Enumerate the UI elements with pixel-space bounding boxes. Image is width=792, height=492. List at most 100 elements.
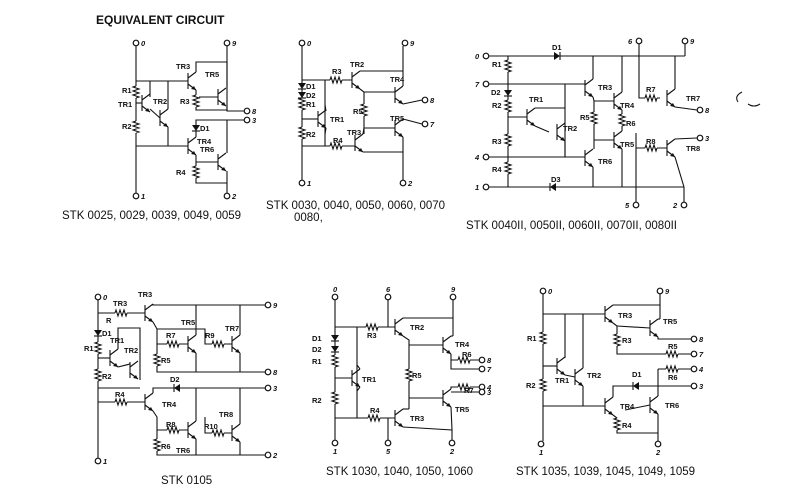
component-label: TR8 bbox=[686, 144, 700, 153]
component-label: TR3 bbox=[176, 62, 190, 71]
diode-symbol bbox=[192, 125, 200, 132]
resistor-symbol bbox=[503, 133, 513, 147]
resistor-symbol bbox=[166, 339, 180, 349]
page-title: EQUIVALENT CIRCUIT bbox=[96, 13, 225, 27]
diode-symbol bbox=[173, 384, 180, 392]
wire bbox=[117, 327, 141, 380]
transistor-symbol bbox=[574, 367, 584, 387]
circuit-caption-line2: 0080, bbox=[294, 212, 323, 224]
pin-terminal bbox=[635, 37, 643, 45]
transistor-symbol bbox=[187, 334, 197, 354]
pin-label: 3 bbox=[487, 388, 492, 397]
component-label: TR2 bbox=[124, 346, 138, 355]
component-label: TR4 bbox=[390, 75, 405, 84]
pin-label: 8 bbox=[487, 356, 492, 365]
transistor-symbol bbox=[649, 318, 659, 338]
pin-label: 0 bbox=[333, 285, 338, 294]
pin-terminal bbox=[421, 96, 429, 104]
transistor-symbol bbox=[317, 109, 327, 129]
pin-terminal bbox=[448, 439, 456, 447]
pin-terminal bbox=[696, 134, 704, 142]
component-label: R2 bbox=[306, 130, 316, 139]
wire bbox=[450, 406, 453, 431]
component-label: TR5 bbox=[663, 317, 677, 326]
pin-label: 8 bbox=[252, 107, 257, 116]
resistor-symbol bbox=[404, 368, 414, 382]
component-label: TR7 bbox=[686, 94, 700, 103]
wire bbox=[674, 137, 698, 140]
circuit-caption: STK 1035, 1039, 1045, 1049, 1059 bbox=[516, 466, 695, 478]
transistor-symbol bbox=[613, 130, 623, 150]
component-label: R5 bbox=[161, 356, 171, 365]
component-label: TR3 bbox=[138, 290, 152, 299]
transistor-symbol bbox=[159, 108, 169, 128]
pin-label: 5 bbox=[386, 447, 391, 456]
pin-terminal bbox=[264, 301, 272, 309]
pin-terminal bbox=[656, 287, 664, 295]
component-label: R8 bbox=[646, 137, 656, 146]
component-label: TR6 bbox=[665, 401, 679, 410]
pin-terminal bbox=[482, 52, 490, 60]
transistor-symbol bbox=[666, 138, 676, 158]
pin-terminal bbox=[482, 80, 490, 88]
circuit-caption: STK 0105 bbox=[161, 475, 212, 487]
pin-terminal bbox=[482, 183, 490, 191]
component-label: TR6 bbox=[176, 446, 190, 455]
component-label: TR1 bbox=[529, 95, 543, 104]
transistor-symbol bbox=[351, 368, 361, 388]
component-label: TR3 bbox=[410, 414, 424, 423]
pin-label: 1 bbox=[475, 183, 479, 192]
component-label: R2 bbox=[526, 381, 536, 390]
pin-terminal bbox=[478, 365, 486, 373]
resistor-symbol bbox=[644, 93, 658, 103]
pin-label: 8 bbox=[430, 96, 435, 105]
transistor-symbol bbox=[613, 91, 623, 111]
pin-terminal bbox=[132, 39, 140, 47]
resistor-symbol bbox=[617, 113, 627, 127]
component-label: TR1 bbox=[362, 375, 376, 384]
pin-terminal bbox=[421, 120, 429, 128]
pin-terminal bbox=[384, 293, 392, 301]
transistor-symbol bbox=[584, 148, 594, 168]
pin-terminal bbox=[399, 179, 407, 187]
pin-terminal bbox=[482, 153, 490, 161]
component-label: TR6 bbox=[598, 157, 612, 166]
diode-symbol bbox=[94, 330, 102, 337]
diode-symbol bbox=[549, 183, 556, 191]
component-label: R3 bbox=[492, 137, 502, 146]
pin-label: 3 bbox=[273, 384, 278, 393]
resistor-symbol bbox=[131, 120, 141, 134]
component-label: R7 bbox=[646, 85, 656, 94]
circuit-caption: STK 0040II, 0050II, 0060II, 0070II, 0080… bbox=[466, 220, 677, 232]
resistor-symbol bbox=[457, 382, 471, 392]
component-label: D1 bbox=[200, 124, 210, 133]
pin-terminal bbox=[478, 388, 486, 396]
transistor-symbol bbox=[604, 304, 614, 324]
component-label: TR5 bbox=[205, 70, 219, 79]
pin-terminal bbox=[690, 382, 698, 390]
component-label: R3 bbox=[622, 336, 632, 345]
pin-terminal bbox=[132, 192, 140, 200]
component-label: D2 bbox=[170, 375, 180, 384]
pin-label: 0 bbox=[307, 39, 312, 48]
transistor-symbol bbox=[144, 303, 154, 323]
resistor-symbol bbox=[665, 349, 679, 359]
resistor-symbol bbox=[330, 354, 340, 368]
pin-terminal bbox=[384, 439, 392, 447]
wire bbox=[195, 155, 227, 184]
wire bbox=[226, 46, 244, 112]
pin-label: 2 bbox=[672, 201, 678, 210]
transistor-symbol bbox=[442, 335, 452, 355]
component-label: R7 bbox=[464, 386, 474, 395]
wire bbox=[674, 106, 698, 111]
component-label: TR3 bbox=[598, 83, 612, 92]
transistor-symbol bbox=[556, 122, 566, 142]
component-label: R1 bbox=[527, 334, 537, 343]
transistor-symbol bbox=[526, 107, 536, 127]
resistor-symbol bbox=[114, 397, 128, 407]
pin-label: 2 bbox=[231, 192, 237, 201]
diode-symbol bbox=[298, 92, 306, 99]
transistor-symbol bbox=[217, 152, 227, 172]
